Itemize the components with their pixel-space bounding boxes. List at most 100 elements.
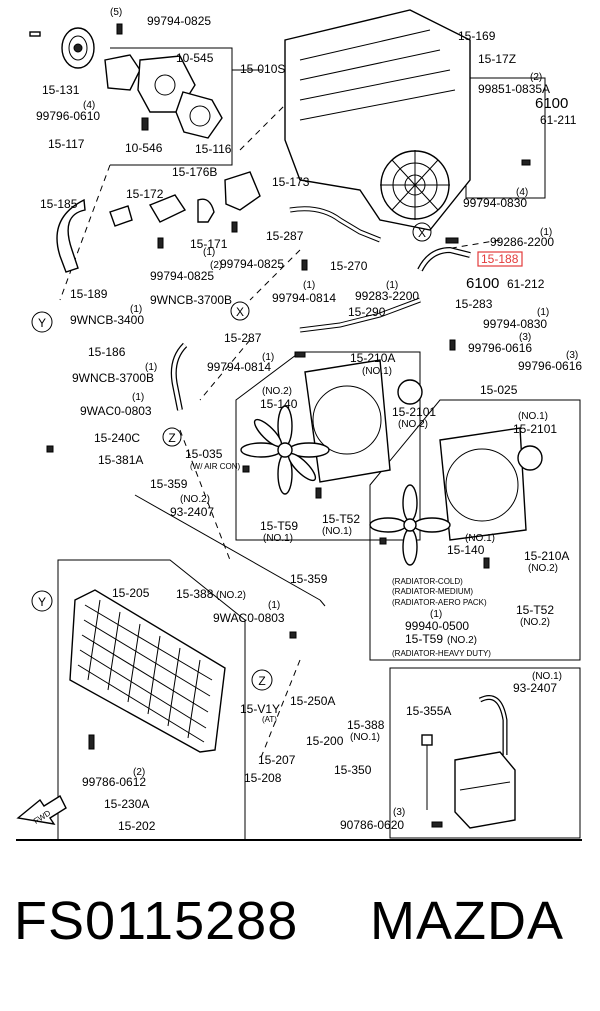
callout-9wncb-3700b: 9WNCB-3700B [150,293,232,307]
callout-15-287: 15-287 [224,331,262,345]
callout-15-t59: 15-T59 [405,632,443,646]
callout-15-173: 15-173 [272,175,310,189]
callout-15-205: 15-205 [112,586,150,600]
callout-15-117: 15-117 [48,137,85,151]
callout-15-t52: 15-T52 [516,603,554,617]
callout-qty: (1) [303,280,315,291]
callout-15-350: 15-350 [334,763,372,777]
callout-15-176b: 15-176B [172,165,217,179]
callout-qty: (5) [110,7,122,18]
engine-block [284,9,471,231]
parts-diagram: X X Y Z Y Z FWD (5) 99794-0825 15-131 (4… [16,7,582,841]
callout-15-287: 15-287 [266,229,304,243]
callout-note: (AT) [262,715,277,724]
callout-99851-0835a: 99851-0835A [478,82,550,96]
callout-9wncb-3400: 9WNCB-3400 [70,313,144,327]
fwd-arrow-icon: FWD [16,794,67,826]
brand-name: MAZDA [370,891,564,951]
callout-note: (NO.2) [447,635,477,646]
callout-15-359: 15-359 [290,572,328,586]
callout-qty: (4) [516,187,528,198]
callout-note: (NO.1) [518,411,548,422]
callout-15-171: 15-171 [190,237,228,251]
callout-qty: (1) [262,352,274,363]
callout-15-010s: 15-010S [240,62,285,76]
water-pump-parts [29,27,223,139]
callout-qty: (3) [519,332,531,343]
callout-note: (NO.2) [520,617,550,628]
callout-15-202: 15-202 [118,819,156,833]
callout-note: (NO.1) [263,533,293,544]
callout-qty: (1) [203,247,215,258]
callout-labels: (5) 99794-0825 15-131 (4) 99796-0610 15-… [36,7,582,833]
callout-15-359: 15-359 [150,477,188,491]
callout-15-355a: 15-355A [406,704,451,718]
radiator [69,589,226,753]
marker-z-2: Z [258,674,265,688]
reservoir [421,695,516,829]
callout-15-131: 15-131 [42,83,80,97]
callout-15-290: 15-290 [348,305,386,319]
hose-parts [56,171,471,411]
callout-15-v1y: 15-V1Y [240,702,280,716]
callout-99796-0616: 99796-0616 [468,341,532,355]
callout-15-140: 15-140 [447,543,485,557]
callout-9wac0-0803: 9WAC0-0803 [80,404,152,418]
callout-15-t59: 15-T59 [260,519,298,533]
callout-93-2407: 93-2407 [170,505,214,519]
diagram-linework [57,47,581,841]
callout-note: (NO.2) [216,590,246,601]
marker-y-1: Y [38,316,46,330]
callout-99794-0814: 99794-0814 [207,360,271,374]
callout-15-140: 15-140 [260,397,298,411]
callout-15-240c: 15-240C [94,431,140,445]
marker-x-1: X [418,226,426,240]
callout-90786-0620: 90786-0620 [340,818,404,832]
callout-15-200: 15-200 [306,734,344,748]
callout-99794-0825: 99794-0825 [147,14,211,28]
callout-15-189: 15-189 [70,287,108,301]
callout-note: (NO.2) [398,419,428,430]
callout-note: (NO.1) [322,526,352,537]
callout-note: (NO.2) [528,563,558,574]
callout-15-2101: 15-2101 [392,405,436,419]
callout-note: (NO.2) [180,494,210,505]
callout-61-212: 61-212 [507,277,545,291]
highlight-box [477,251,523,267]
callout-qty: (2) [133,767,145,778]
callout-qty: (1) [130,304,142,315]
callout-99796-0616: 99796-0616 [518,359,582,373]
callout-qty: (3) [566,350,578,361]
callout-qty: (2) [530,72,542,83]
callout-99283-2200: 99283-2200 [355,289,419,303]
callout-15-185: 15-185 [40,197,78,211]
marker-x-2: X [236,305,244,319]
callout-6100: 6100 [535,95,568,112]
callout-15-208: 15-208 [244,771,282,785]
callout-15-250a: 15-250A [290,694,335,708]
callout-15-230a: 15-230A [104,797,149,811]
callout-15-207: 15-207 [258,753,296,767]
callout-radiator-cold: (RADIATOR-COLD) [392,577,463,586]
callout-99794-0814: 99794-0814 [272,291,336,305]
callout-15-210a: 15-210A [524,549,569,563]
callout-15-188: 15-188 [481,252,519,266]
callout-15-t52: 15-T52 [322,512,360,526]
fan-shroud [240,359,543,566]
callout-15-388: 15-388 [176,587,214,601]
callout-15-17z: 15-17Z [478,52,516,66]
callout-qty: (1) [145,362,157,373]
callout-15-025: 15-025 [480,383,518,397]
callout-15-2101: 15-2101 [513,422,557,436]
callout-note: (W/ AIR CON) [190,462,241,471]
callout-99794-0825: 99794-0825 [150,269,214,283]
callout-15-270: 15-270 [330,259,368,273]
callout-note: (NO.1) [350,732,380,743]
marker-z-1: Z [168,431,175,445]
callout-qty: (3) [393,807,405,818]
callout-qty: (1) [132,392,144,403]
callout-qty: (1) [268,600,280,611]
fasteners [46,23,531,828]
callout-note: (NO.1) [465,533,495,544]
callout-15-172: 15-172 [126,187,164,201]
